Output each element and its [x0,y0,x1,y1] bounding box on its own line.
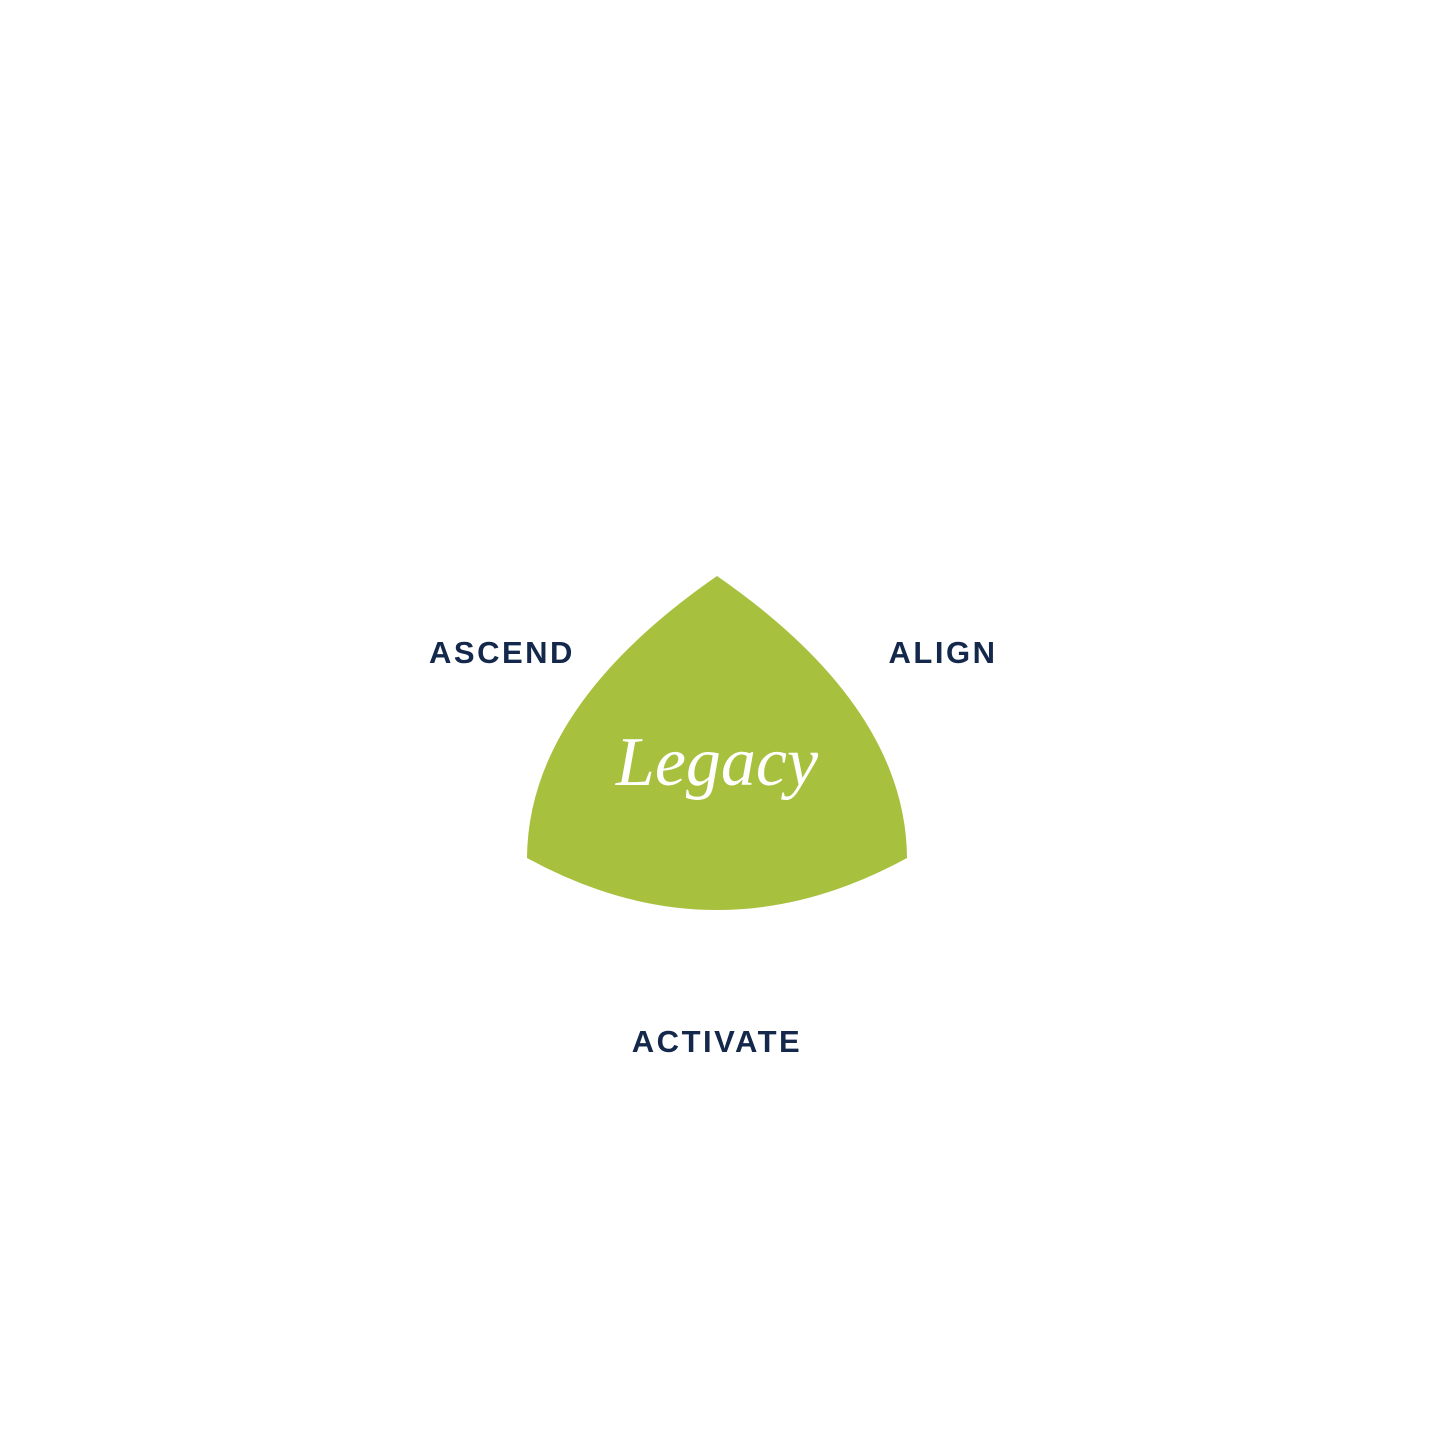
label-ascend: ASCEND [429,635,575,670]
center-label: Legacy [615,724,819,801]
label-align: ALIGN [889,635,998,670]
label-activate: ACTIVATE [632,1024,802,1059]
reuleaux-triangle-shape [527,576,907,910]
